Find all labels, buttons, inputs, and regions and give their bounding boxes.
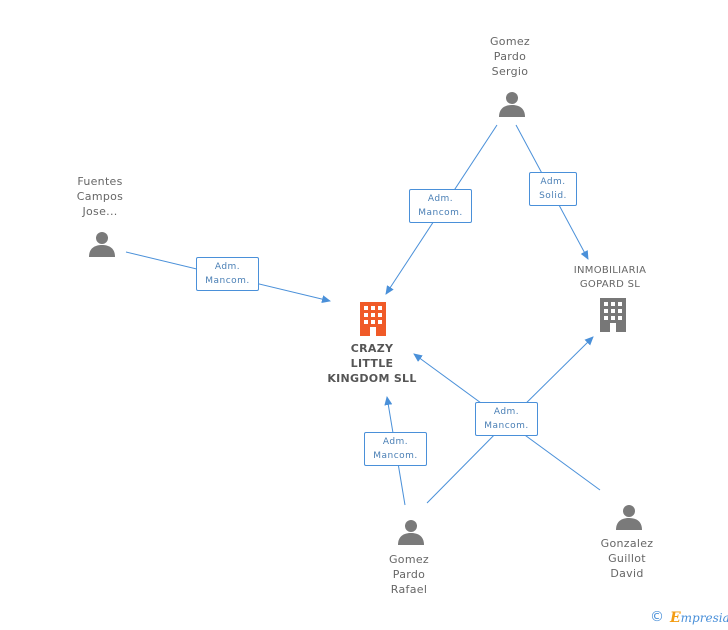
brand-rest: mpresia — [680, 611, 728, 625]
person-icon[interactable] — [87, 229, 117, 259]
company-label-inmobiliaria-gopard[interactable]: INMOBILIARIA GOPARD SL — [573, 265, 647, 290]
main-company-building-icon[interactable] — [358, 302, 388, 338]
building-icon[interactable] — [598, 298, 628, 334]
person-icon[interactable] — [614, 502, 644, 532]
person-label-gomez-pardo-sergio[interactable]: Gomez Pardo Sergio — [489, 35, 530, 78]
edge-label-jose-crazy: Adm. Mancom. — [196, 257, 259, 291]
edge-label-sergio-inmobiliaria: Adm. Solid. — [529, 172, 577, 206]
brand-first-letter: E — [670, 610, 681, 626]
person-icon[interactable] — [497, 89, 527, 119]
person-icon[interactable] — [396, 517, 426, 547]
edge-label-sergio-crazy: Adm. Mancom. — [409, 189, 472, 223]
person-label-fuentes-campos-jose[interactable]: Fuentes Campos Jose... — [76, 175, 124, 218]
person-label-gomez-pardo-rafael[interactable]: Gomez Pardo Rafael — [388, 553, 429, 596]
edge-label-rafael-multi: Adm. Mancom. — [475, 402, 538, 436]
company-label-crazy-little-kingdom[interactable]: CRAZY LITTLE KINGDOM SLL — [327, 342, 417, 385]
empresia-logo[interactable]: Empresia — [670, 610, 728, 626]
copyright-icon: © — [650, 609, 664, 625]
edge-label-rafael-crazy: Adm. Mancom. — [364, 432, 427, 466]
person-label-gonzalez-guillot-david[interactable]: Gonzalez Guillot David — [600, 537, 654, 580]
